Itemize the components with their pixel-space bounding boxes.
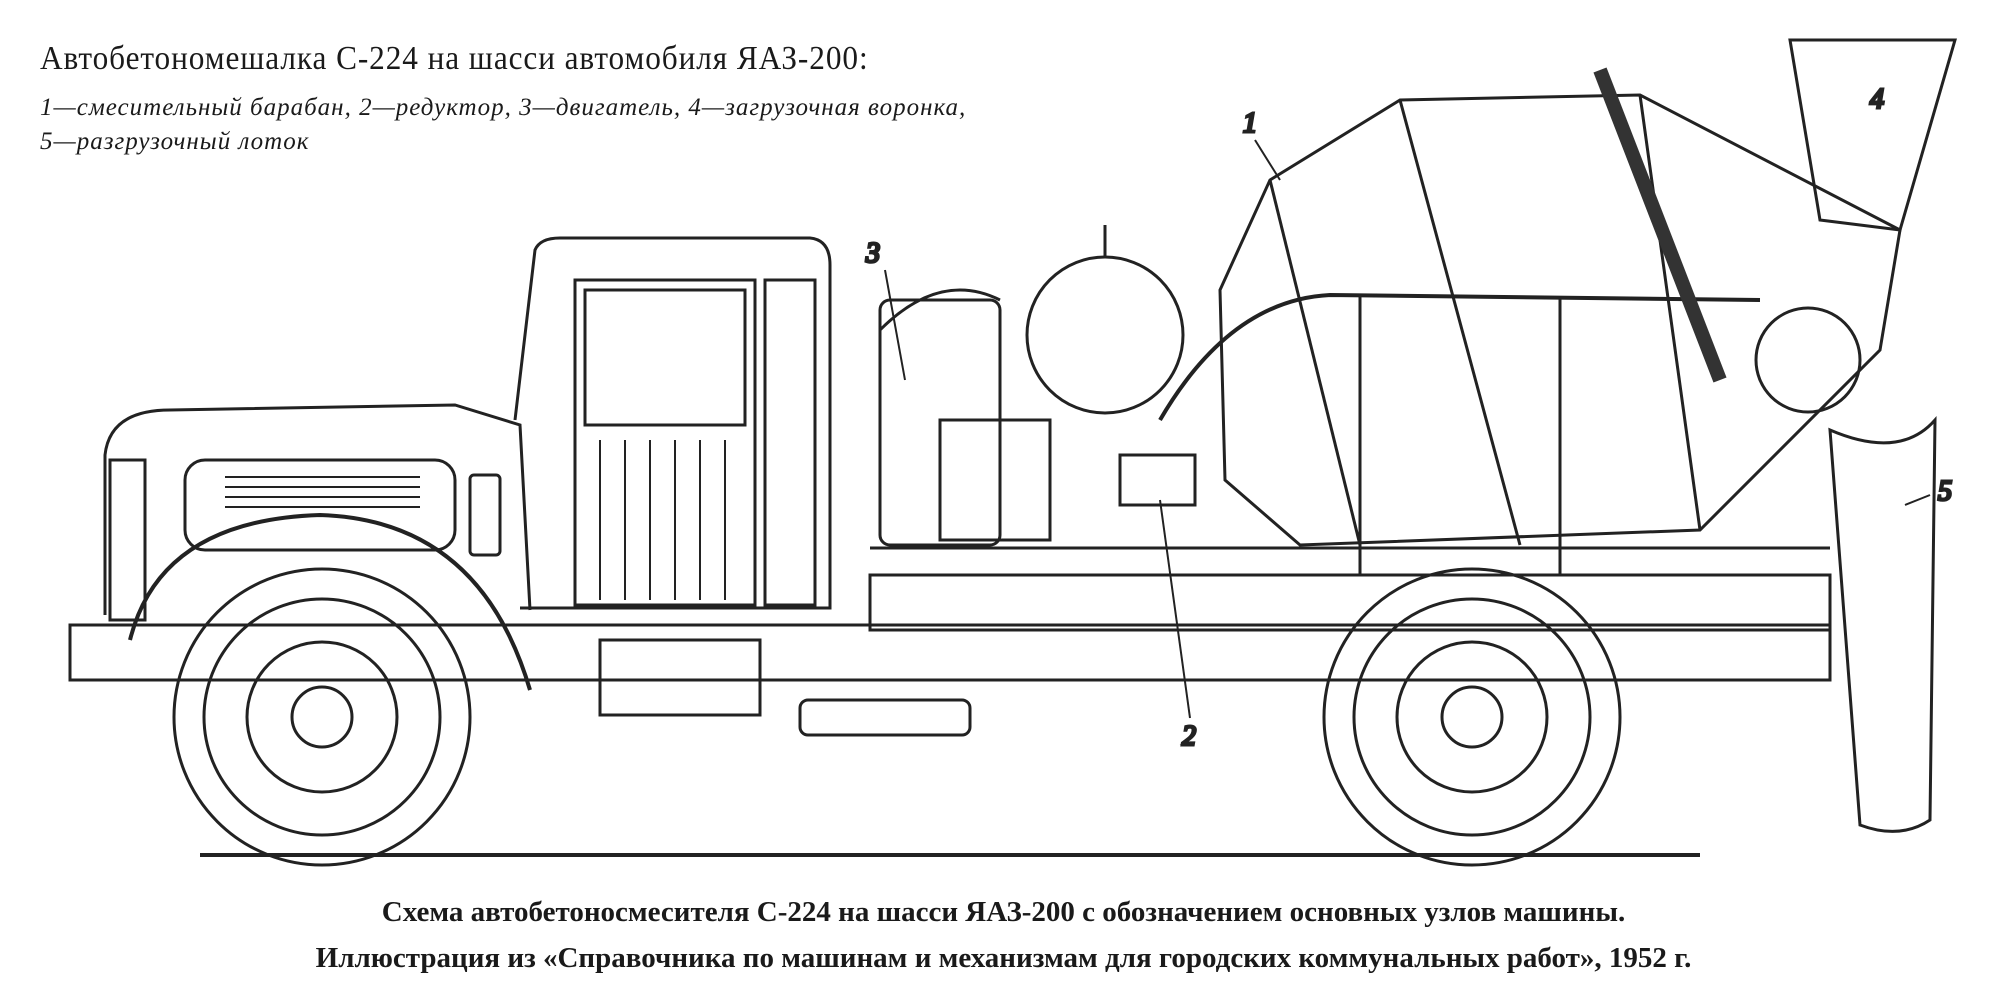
toolbox: [598, 638, 762, 717]
front-wheel: [172, 567, 472, 867]
callout-2: 2: [1182, 721, 1196, 752]
callout-3: 3: [865, 238, 880, 269]
caption-line-2: Иллюстрация из «Справочника по машинам и…: [315, 942, 1692, 974]
caption-line-1: Схема автобетоносмесителя С-224 на шасси…: [381, 896, 1626, 928]
rear-wheel: [1322, 567, 1622, 867]
control-wheel: [1754, 306, 1862, 414]
callout-leaders: [884, 139, 1931, 719]
legend-line-1: 1—смесительный барабан, 2—редуктор, 3—дв…: [40, 94, 967, 121]
water-tank: [1025, 255, 1185, 415]
drum-frame: [1158, 292, 1761, 422]
engine: [878, 288, 1052, 547]
legend-line-2: 5—разгрузочный лоток: [40, 128, 310, 155]
truck-hood: [103, 403, 532, 622]
mixing-drum: [1218, 93, 1902, 547]
callout-4: 4: [1870, 84, 1884, 115]
chassis-frame: [68, 546, 1832, 682]
discharge-chute: [1828, 415, 1937, 833]
front-fender: [128, 512, 532, 691]
gearbox: [1118, 453, 1197, 507]
muffler: [798, 698, 972, 737]
truck-cab: [513, 236, 832, 610]
callout-1: 1: [1243, 108, 1257, 139]
callout-5: 5: [1938, 476, 1952, 507]
loading-arm: [1593, 67, 1727, 383]
drawing-title: Автобетономешалка С-224 на шасси автомоб…: [40, 40, 869, 77]
loading-hopper: [1788, 38, 1957, 232]
